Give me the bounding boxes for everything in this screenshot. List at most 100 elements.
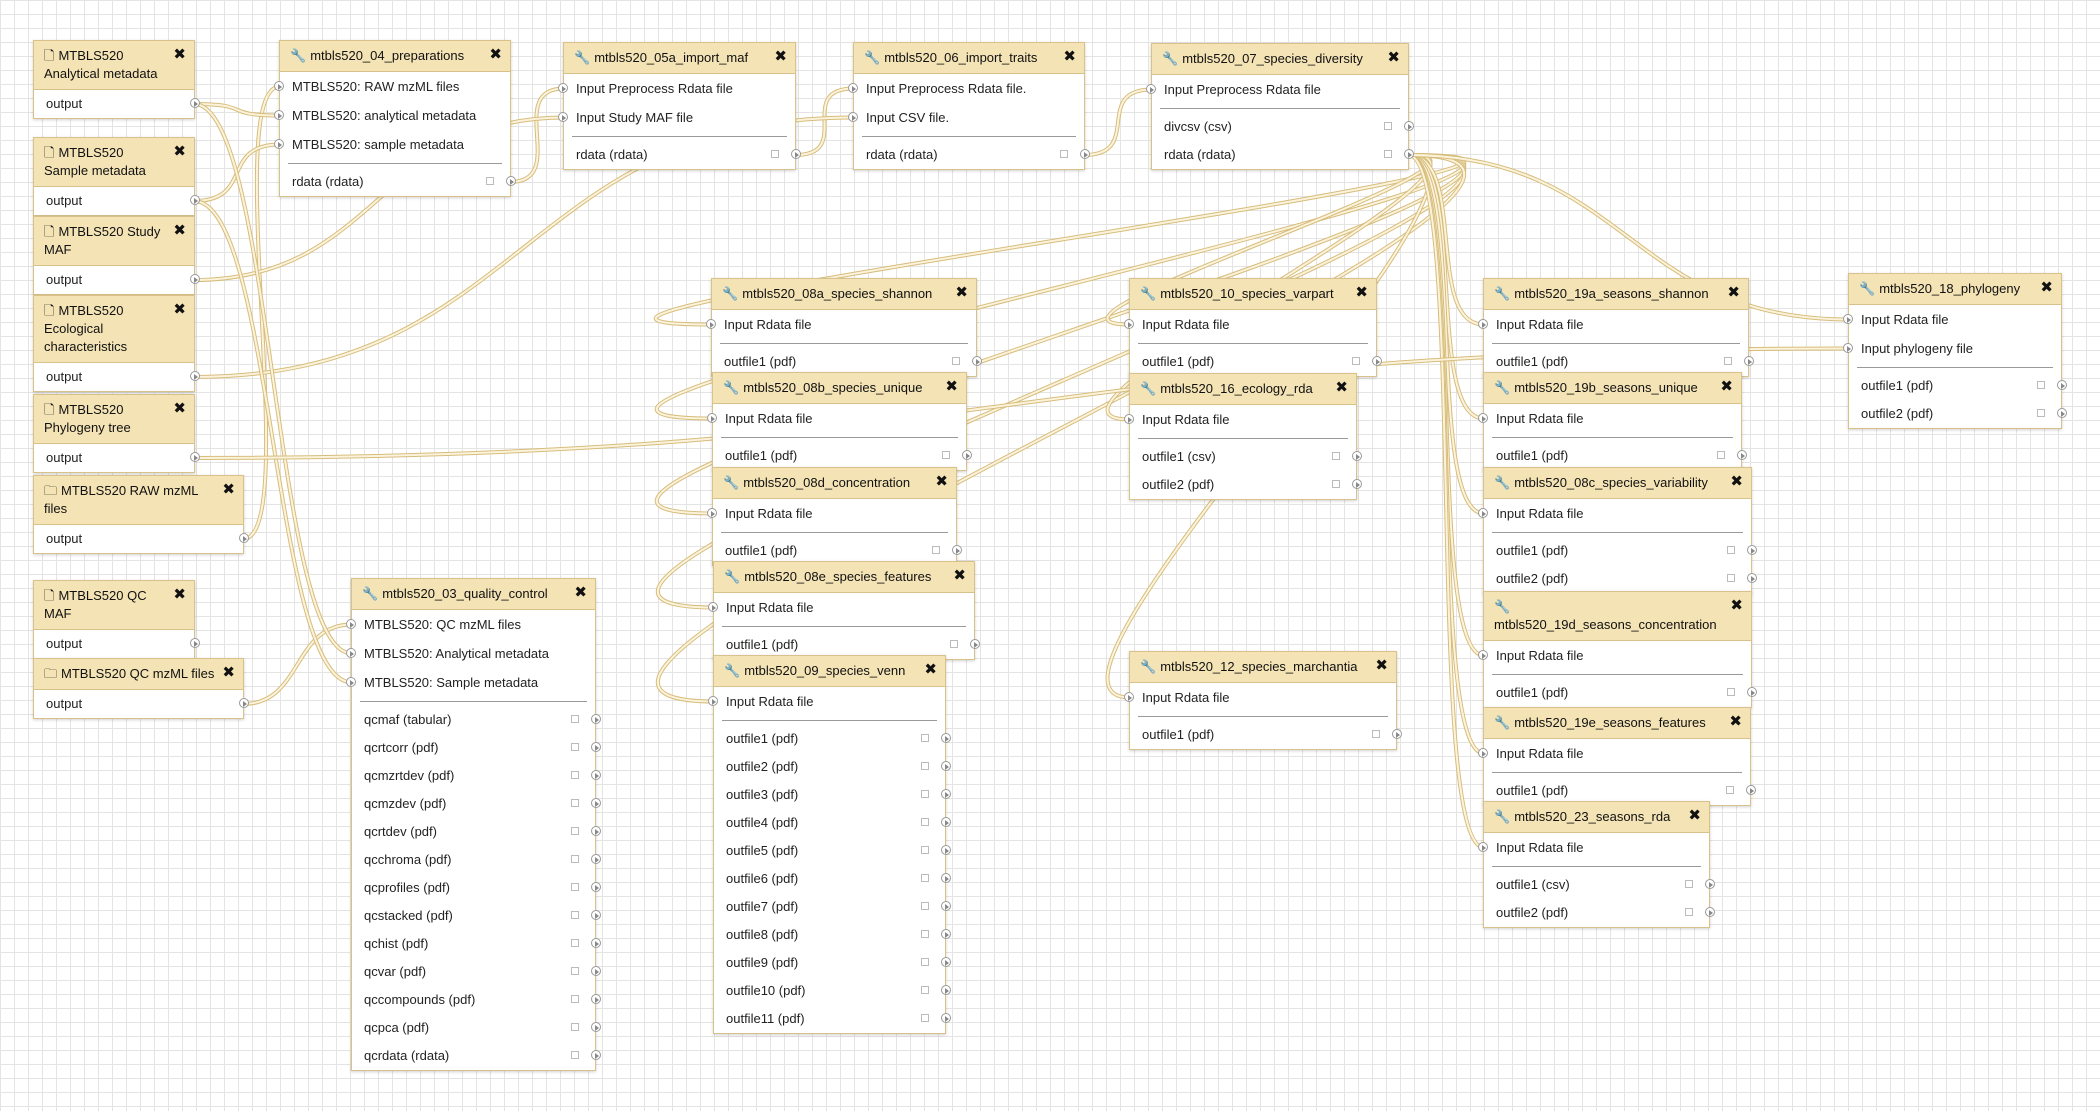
node-header[interactable]: 🔧mtbls520_12_species_marchantia✖	[1130, 652, 1396, 683]
input-terminal[interactable]	[707, 412, 717, 423]
output-terminal[interactable]	[941, 985, 951, 995]
output-terminal[interactable]	[1404, 149, 1414, 159]
node-header[interactable]: 🗋MTBLS520 Analytical metadata✖	[34, 41, 194, 90]
tool-node-mtbls520-19d-seasons-concentration[interactable]: 🔧mtbls520_19d_seasons_concentration✖Inpu…	[1478, 591, 1757, 708]
output-terminal[interactable]	[591, 742, 601, 752]
tool-node-mtbls520-09-species-venn[interactable]: 🔧mtbls520_09_species_venn✖Input Rdata fi…	[708, 655, 951, 1034]
output-terminal[interactable]	[1744, 356, 1754, 366]
input-terminal[interactable]	[1843, 342, 1853, 353]
output-checkbox[interactable]	[1384, 150, 1392, 158]
node-header[interactable]: 🔧mtbls520_18_phylogeny✖	[1849, 274, 2061, 305]
input-terminal[interactable]	[1478, 649, 1488, 660]
tool-node-mtbls520-08d-concentration[interactable]: 🔧mtbls520_08d_concentration✖Input Rdata …	[707, 467, 962, 566]
output-terminal[interactable]	[1372, 356, 1382, 366]
input-terminal[interactable]	[1478, 507, 1488, 518]
output-checkbox[interactable]	[942, 451, 950, 459]
tool-node-mtbls520-19b-seasons-unique[interactable]: 🔧mtbls520_19b_seasons_unique✖Input Rdata…	[1478, 372, 1747, 471]
output-terminal[interactable]	[591, 938, 601, 948]
output-terminal[interactable]	[591, 910, 601, 920]
tool-node-mtbls520-05a-import-maf[interactable]: 🔧mtbls520_05a_import_maf✖Input Preproces…	[558, 42, 801, 170]
input-terminal[interactable]	[558, 82, 568, 93]
output-terminal[interactable]	[941, 929, 951, 939]
input-terminal[interactable]	[708, 695, 718, 706]
output-checkbox[interactable]	[950, 640, 958, 648]
close-icon[interactable]: ✖	[1355, 284, 1368, 301]
output-terminal[interactable]	[591, 1022, 601, 1032]
output-checkbox[interactable]	[952, 357, 960, 365]
input-node-mtbls520-qc-maf[interactable]: 🗋MTBLS520 QC MAF✖output	[33, 580, 200, 659]
output-terminal[interactable]	[952, 545, 962, 555]
output-checkbox[interactable]	[571, 1051, 579, 1059]
output-terminal[interactable]	[190, 274, 200, 284]
tool-node-mtbls520-08e-species-features[interactable]: 🔧mtbls520_08e_species_features✖Input Rda…	[708, 561, 980, 660]
output-terminal[interactable]	[591, 714, 601, 724]
output-checkbox[interactable]	[921, 930, 929, 938]
node-header[interactable]: 🔧mtbls520_19a_seasons_shannon✖	[1484, 279, 1748, 310]
input-node-mtbls520-raw-mzml-files[interactable]: 🗀MTBLS520 RAW mzML files✖output	[33, 475, 249, 554]
close-icon[interactable]: ✖	[173, 222, 186, 239]
close-icon[interactable]: ✖	[1720, 378, 1733, 395]
output-terminal[interactable]	[1737, 450, 1747, 460]
close-icon[interactable]: ✖	[955, 284, 968, 301]
close-icon[interactable]: ✖	[173, 46, 186, 63]
output-checkbox[interactable]	[921, 986, 929, 994]
node-header[interactable]: 🔧mtbls520_07_species_diversity✖	[1152, 44, 1408, 75]
input-node-mtbls520-analytical-metadata[interactable]: 🗋MTBLS520 Analytical metadata✖output	[33, 40, 200, 119]
output-checkbox[interactable]	[771, 150, 779, 158]
output-terminal[interactable]	[591, 798, 601, 808]
output-checkbox[interactable]	[2037, 409, 2045, 417]
input-terminal[interactable]	[706, 318, 716, 329]
input-terminal[interactable]	[848, 111, 858, 122]
node-header[interactable]: 🗀MTBLS520 QC mzML files✖	[34, 659, 243, 690]
input-terminal[interactable]	[1124, 691, 1134, 702]
output-terminal[interactable]	[1747, 545, 1757, 555]
close-icon[interactable]: ✖	[1730, 597, 1743, 614]
output-checkbox[interactable]	[571, 771, 579, 779]
close-icon[interactable]: ✖	[1729, 713, 1742, 730]
node-header[interactable]: 🗋MTBLS520 Study MAF✖	[34, 217, 194, 266]
close-icon[interactable]: ✖	[2040, 279, 2053, 296]
close-icon[interactable]: ✖	[774, 48, 787, 65]
input-terminal[interactable]	[1478, 841, 1488, 852]
close-icon[interactable]: ✖	[1688, 807, 1701, 824]
output-terminal[interactable]	[970, 639, 980, 649]
output-terminal[interactable]	[941, 761, 951, 771]
input-terminal[interactable]	[346, 647, 356, 658]
tool-node-mtbls520-04-preparations[interactable]: 🔧mtbls520_04_preparations✖MTBLS520: RAW …	[274, 40, 516, 197]
output-terminal[interactable]	[1392, 729, 1402, 739]
output-checkbox[interactable]	[571, 827, 579, 835]
output-checkbox[interactable]	[1332, 452, 1340, 460]
close-icon[interactable]: ✖	[1730, 473, 1743, 490]
node-header[interactable]: 🔧mtbls520_08e_species_features✖	[714, 562, 974, 593]
tool-node-mtbls520-23-seasons-rda[interactable]: 🔧mtbls520_23_seasons_rda✖Input Rdata fil…	[1478, 801, 1715, 928]
node-header[interactable]: 🔧mtbls520_19b_seasons_unique✖	[1484, 373, 1741, 404]
output-checkbox[interactable]	[571, 995, 579, 1003]
close-icon[interactable]: ✖	[574, 584, 587, 601]
output-checkbox[interactable]	[571, 883, 579, 891]
input-terminal[interactable]	[274, 109, 284, 120]
output-checkbox[interactable]	[921, 790, 929, 798]
output-terminal[interactable]	[190, 195, 200, 205]
input-node-mtbls520-study-maf[interactable]: 🗋MTBLS520 Study MAF✖output	[33, 216, 200, 295]
input-terminal[interactable]	[1478, 412, 1488, 423]
tool-node-mtbls520-19e-seasons-features[interactable]: 🔧mtbls520_19e_seasons_features✖Input Rda…	[1478, 707, 1756, 806]
output-terminal[interactable]	[1746, 785, 1756, 795]
node-header[interactable]: 🗋MTBLS520 Ecological characteristics✖	[34, 296, 194, 363]
output-terminal[interactable]	[591, 770, 601, 780]
output-checkbox[interactable]	[571, 715, 579, 723]
output-terminal[interactable]	[941, 733, 951, 743]
output-terminal[interactable]	[591, 826, 601, 836]
tool-node-mtbls520-08c-species-variability[interactable]: 🔧mtbls520_08c_species_variability✖Input …	[1478, 467, 1757, 594]
node-header[interactable]: 🗀MTBLS520 RAW mzML files✖	[34, 476, 243, 525]
input-terminal[interactable]	[848, 82, 858, 93]
node-header[interactable]: 🗋MTBLS520 Phylogeny tree✖	[34, 395, 194, 444]
node-header[interactable]: 🔧mtbls520_08a_species_shannon✖	[712, 279, 976, 310]
output-checkbox[interactable]	[1724, 357, 1732, 365]
node-header[interactable]: 🔧mtbls520_19d_seasons_concentration✖	[1484, 592, 1751, 641]
output-checkbox[interactable]	[921, 958, 929, 966]
node-header[interactable]: 🔧mtbls520_08c_species_variability✖	[1484, 468, 1751, 499]
output-terminal[interactable]	[2057, 408, 2067, 418]
input-terminal[interactable]	[1124, 413, 1134, 424]
output-checkbox[interactable]	[1727, 688, 1735, 696]
